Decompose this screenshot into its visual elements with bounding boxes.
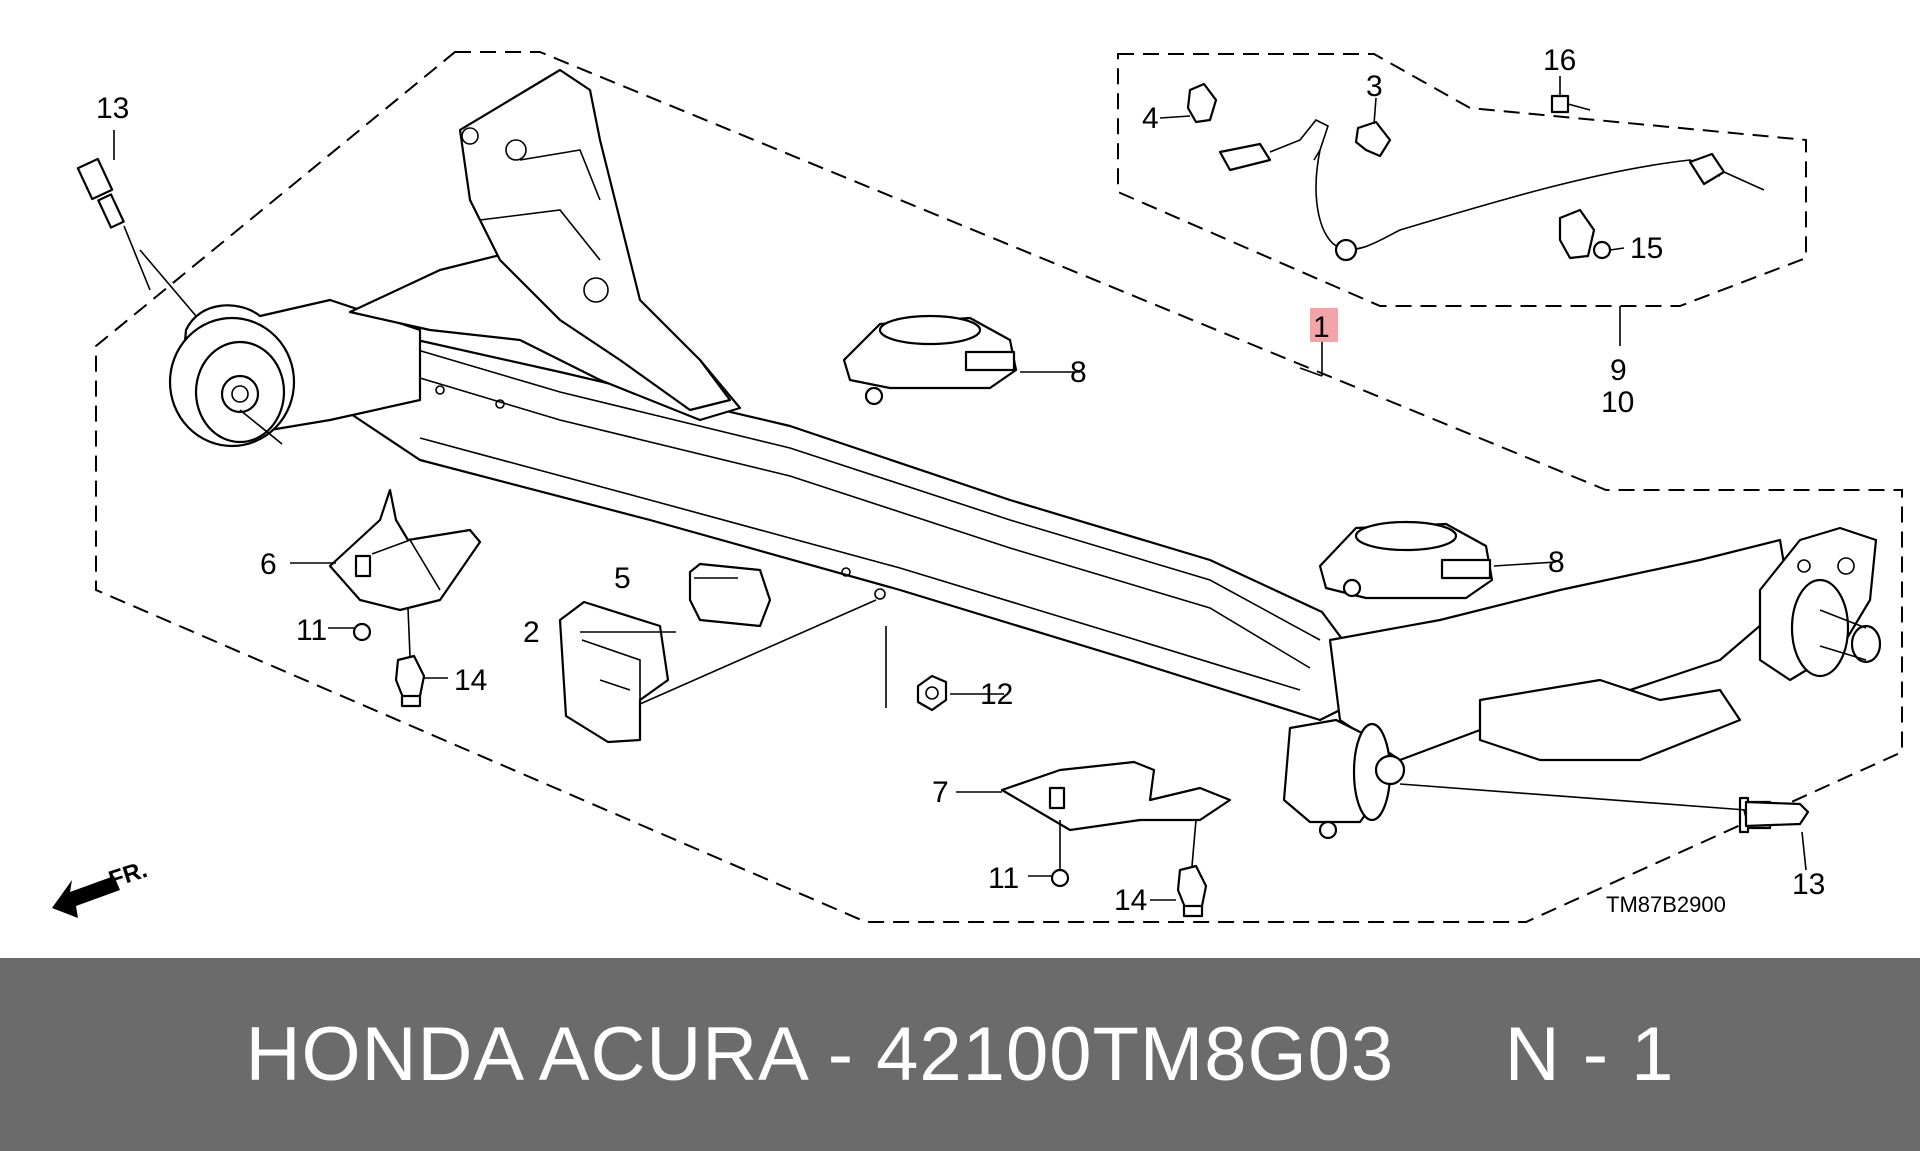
highlight-box (1310, 308, 1338, 342)
callout-1[interactable]: 1 (1313, 311, 1330, 344)
clip-14-right (1176, 864, 1208, 918)
spring-seat-lower (1318, 520, 1494, 600)
clip-4 (1186, 82, 1218, 124)
callout-10[interactable]: 10 (1601, 386, 1634, 419)
drawing-code: TM87B2900 (1606, 892, 1726, 917)
stopper-5 (688, 562, 772, 628)
spring-seat-upper (842, 314, 1018, 406)
callout-14-left[interactable]: 14 (454, 664, 487, 697)
bolt-13-right (1399, 783, 1810, 834)
bolt-16 (1550, 94, 1591, 114)
parts-diagram: FR. 1 2 3 4 5 6 7 8 8 9 10 11 11 12 13 1… (52, 44, 1903, 923)
callout-3[interactable]: 3 (1366, 70, 1383, 103)
caption-bar: HONDA ACURA - 42100TM8G03 N - 1 (0, 958, 1920, 1151)
right-bushing (1282, 718, 1406, 840)
callout-4[interactable]: 4 (1142, 102, 1159, 135)
bolt-13-left (76, 157, 197, 317)
right-trailing-arm (1328, 526, 1882, 762)
callout-7[interactable]: 7 (932, 776, 949, 809)
front-direction-arrow: FR. (52, 856, 151, 918)
clip-15 (1558, 208, 1612, 260)
nut-12 (916, 674, 948, 712)
bracket-2 (558, 600, 670, 744)
part-number-caption: HONDA ACURA - 42100TM8G03 N - 1 (245, 1012, 1675, 1097)
callout-14-right[interactable]: 14 (1114, 884, 1147, 917)
screw-11-right (1050, 868, 1070, 888)
callout-5[interactable]: 5 (614, 562, 631, 595)
callout-8-upper[interactable]: 8 (1070, 356, 1087, 389)
bracket-6 (328, 488, 482, 612)
callout-11-right[interactable]: 11 (988, 862, 1019, 895)
callout-11-left[interactable]: 11 (296, 614, 327, 647)
assembly-boundary (95, 51, 1903, 923)
leader-lines (113, 76, 1807, 901)
callout-15[interactable]: 15 (1630, 232, 1663, 265)
callout-9[interactable]: 9 (1610, 354, 1627, 387)
left-bushing (168, 316, 296, 448)
callout-16[interactable]: 16 (1543, 44, 1576, 77)
clip-3 (1354, 120, 1392, 158)
screw-11-left (352, 622, 372, 642)
callout-6[interactable]: 6 (260, 548, 277, 581)
callout-8-lower[interactable]: 8 (1548, 546, 1565, 579)
front-marker-label: FR. (106, 856, 151, 894)
callout-13-left[interactable]: 13 (96, 92, 129, 125)
clip-14-left (394, 654, 426, 708)
callout-2[interactable]: 2 (523, 616, 540, 649)
callout-13-right[interactable]: 13 (1792, 868, 1825, 901)
callout-12[interactable]: 12 (980, 678, 1013, 711)
wheel-speed-sensor-harness (1218, 118, 1765, 262)
bracket-7 (1000, 760, 1232, 832)
